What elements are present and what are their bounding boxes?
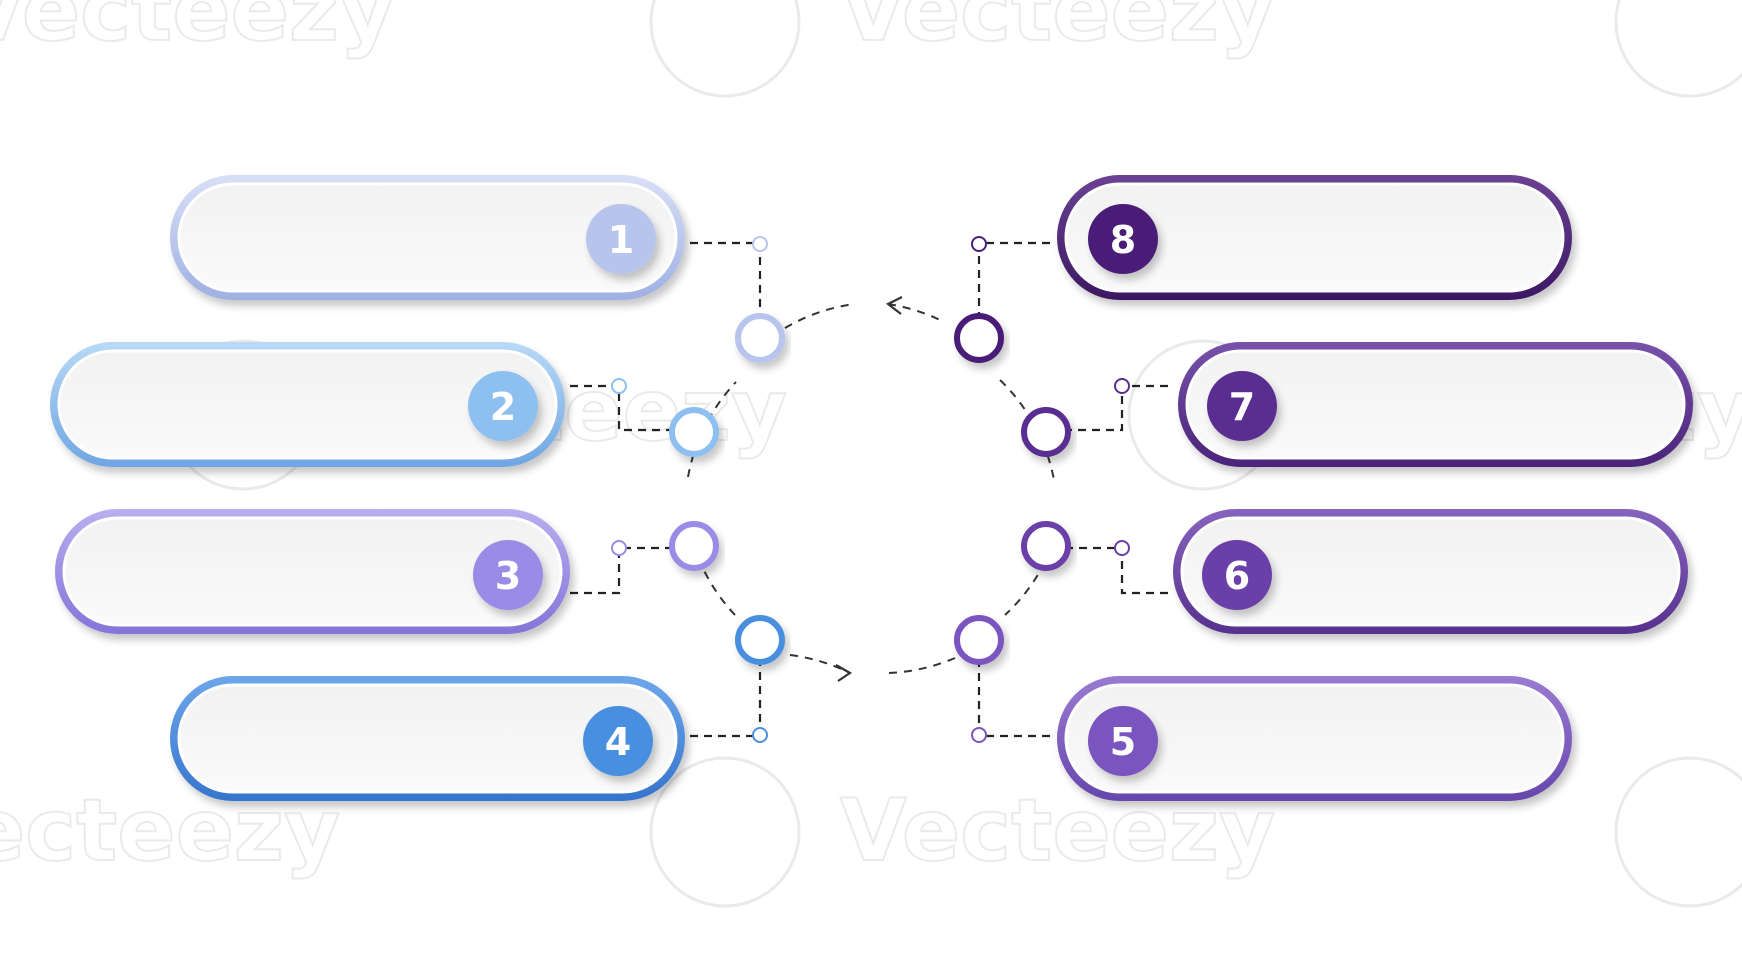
step-connector (570, 384, 676, 432)
step-connector (690, 241, 762, 320)
connector-dot (1114, 540, 1130, 556)
step-8: 8 (954, 175, 1572, 363)
step-number-badge (586, 204, 656, 274)
connector-dot (971, 236, 987, 252)
step-number-badge (473, 540, 543, 610)
step-number: 1 (608, 218, 634, 262)
cycle-arc-top-right (887, 303, 941, 321)
step-number-badge (468, 371, 538, 441)
cycle-arc-bottom-right (887, 657, 956, 674)
step-text-box (1185, 349, 1686, 460)
connector-dot (971, 727, 987, 743)
cycle-node (735, 313, 785, 363)
step-number-badge (583, 706, 653, 776)
step-7: 7 (1021, 342, 1693, 467)
step-text-box (177, 182, 678, 293)
step-number-badge (1202, 540, 1272, 610)
step-text-box (62, 516, 563, 627)
step-1: 1 (170, 175, 785, 363)
step-number: 6 (1224, 554, 1250, 598)
connector-dot (1114, 378, 1130, 394)
arrow-head-bottom (835, 664, 853, 682)
cycle-node (954, 615, 1004, 665)
step-2: 2 (50, 342, 719, 467)
step-text-box (1064, 683, 1565, 794)
step-connector (977, 660, 1050, 738)
cycle-node (954, 313, 1004, 363)
step-text-box (57, 349, 558, 460)
step-number: 5 (1110, 720, 1136, 764)
cycle-node (1021, 521, 1071, 571)
connector-dot (752, 727, 768, 743)
step-number: 3 (495, 554, 521, 598)
cycle-node (669, 521, 719, 571)
step-text-box (1064, 182, 1565, 293)
step-number-badge (1207, 371, 1277, 441)
cycle-arc-left (687, 381, 737, 478)
steps-layer: 1 2 3 4 5 6 7 8 (50, 175, 1693, 801)
connector-dot (611, 540, 627, 556)
cycle-node (669, 407, 719, 457)
cycle-node (1021, 407, 1071, 457)
step-number-badge (1088, 706, 1158, 776)
step-number: 2 (490, 385, 516, 429)
step-number: 8 (1110, 218, 1136, 262)
connector-dot (752, 236, 768, 252)
watermark-text: Vecteezy (840, 0, 1275, 61)
arrow-head-top (885, 296, 903, 315)
connector-dot (611, 378, 627, 394)
step-connector (1066, 384, 1168, 432)
step-text-box (177, 683, 678, 794)
step-5: 5 (954, 615, 1572, 801)
step-number-badge (1088, 204, 1158, 274)
step-number: 4 (605, 720, 631, 764)
step-connector (977, 241, 1050, 320)
cycle-arc-bottom (789, 654, 851, 674)
watermark-text: Vecteezy (0, 0, 395, 61)
step-connector (690, 660, 762, 738)
step-connector (570, 546, 676, 595)
step-text-box (1180, 516, 1681, 627)
step-6: 6 (1021, 509, 1688, 634)
step-3: 3 (55, 509, 719, 634)
step-number: 7 (1229, 385, 1255, 429)
step-connector (1066, 546, 1168, 595)
cycle-arc-top (784, 303, 855, 329)
step-4: 4 (170, 615, 785, 801)
cycle-arc-left-low (699, 561, 736, 616)
cycle-node (735, 615, 785, 665)
